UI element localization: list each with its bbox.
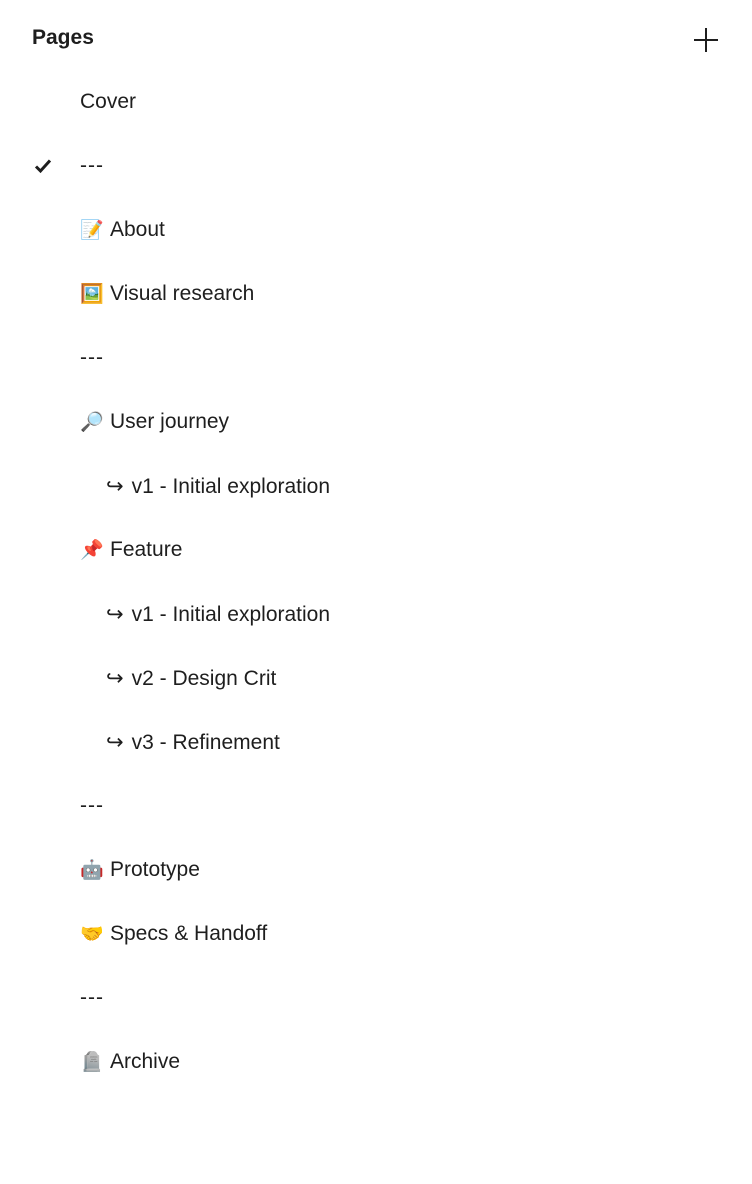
page-label: --- xyxy=(80,344,104,372)
page-label: Cover xyxy=(80,88,136,116)
page-item-separator[interactable]: --- xyxy=(0,966,752,1030)
page-item[interactable]: 🪦 Archive xyxy=(0,1030,752,1094)
page-label-text: Feature xyxy=(110,538,183,561)
page-item[interactable]: 🤖 Prototype xyxy=(0,838,752,902)
page-item-separator[interactable]: --- xyxy=(0,774,752,838)
page-label-text: Prototype xyxy=(110,858,200,881)
page-emoji-icon: 📌 xyxy=(80,539,104,561)
page-label: ↪ v2 - Design Crit xyxy=(106,664,276,693)
page-item-separator[interactable]: --- xyxy=(0,134,752,198)
panel-title: Pages xyxy=(32,26,94,49)
page-label-text: --- xyxy=(80,154,104,177)
page-label-text: v1 - Initial exploration xyxy=(131,475,331,498)
page-item[interactable]: Cover xyxy=(0,70,752,134)
page-label-text: Archive xyxy=(110,1050,181,1073)
page-label: 🔎 User journey xyxy=(80,408,229,436)
add-page-button[interactable] xyxy=(688,22,724,58)
page-label-text: v1 - Initial exploration xyxy=(131,603,331,626)
page-label-text: --- xyxy=(80,346,104,369)
page-item[interactable]: 🔎 User journey xyxy=(0,390,752,454)
page-label-text: Cover xyxy=(80,90,137,113)
page-label: 🪦 Archive xyxy=(80,1048,180,1076)
page-emoji-icon: 🖼️ xyxy=(80,283,104,305)
page-label: 🤖 Prototype xyxy=(80,856,200,884)
page-item[interactable]: ↪ v1 - Initial exploration xyxy=(0,582,752,646)
page-emoji-icon: 🤝 xyxy=(80,923,104,945)
page-item[interactable]: 🖼️ Visual research xyxy=(0,262,752,326)
page-item[interactable]: ↪ v1 - Initial exploration xyxy=(0,454,752,518)
page-label-text: About xyxy=(110,218,165,241)
page-label-text: Specs & Handoff xyxy=(110,922,268,945)
page-label-text: v3 - Refinement xyxy=(131,731,280,754)
checkmark-icon xyxy=(34,159,52,174)
page-emoji-icon: 🔎 xyxy=(80,411,104,433)
page-label: --- xyxy=(80,984,104,1012)
page-label-text: --- xyxy=(80,986,104,1009)
return-arrow-icon: ↪ xyxy=(106,474,124,498)
page-item[interactable]: ↪ v2 - Design Crit xyxy=(0,646,752,710)
pages-header: Pages xyxy=(0,0,752,76)
page-label: ↪ v1 - Initial exploration xyxy=(106,600,330,629)
page-emoji-icon: 🤖 xyxy=(80,859,104,881)
return-arrow-icon: ↪ xyxy=(106,666,124,690)
return-arrow-icon: ↪ xyxy=(106,602,124,626)
page-emoji-icon: 🪦 xyxy=(80,1051,104,1073)
page-label: 🖼️ Visual research xyxy=(80,280,254,308)
page-label-text: --- xyxy=(80,794,104,817)
page-item-separator[interactable]: --- xyxy=(0,326,752,390)
page-item[interactable]: 📝 About xyxy=(0,198,752,262)
page-item[interactable]: 🤝 Specs & Handoff xyxy=(0,902,752,966)
page-label: ↪ v3 - Refinement xyxy=(106,728,280,757)
page-emoji-icon: 📝 xyxy=(80,219,104,241)
page-label: ↪ v1 - Initial exploration xyxy=(106,472,330,501)
return-arrow-icon: ↪ xyxy=(106,730,124,754)
page-label-text: v2 - Design Crit xyxy=(131,667,277,690)
page-label-text: Visual research xyxy=(110,282,255,305)
page-label: --- xyxy=(80,792,104,820)
page-item[interactable]: ↪ v3 - Refinement xyxy=(0,710,752,774)
page-label: --- xyxy=(80,152,104,180)
plus-icon xyxy=(694,28,718,52)
page-list: Cover --- 📝 About 🖼️ Visual research --- 🔎 User … xyxy=(0,70,752,1094)
page-label: 📝 About xyxy=(80,216,165,244)
page-label: 🤝 Specs & Handoff xyxy=(80,920,267,948)
page-item[interactable]: 📌 Feature xyxy=(0,518,752,582)
page-label-text: User journey xyxy=(110,410,230,433)
page-label: 📌 Feature xyxy=(80,536,182,564)
